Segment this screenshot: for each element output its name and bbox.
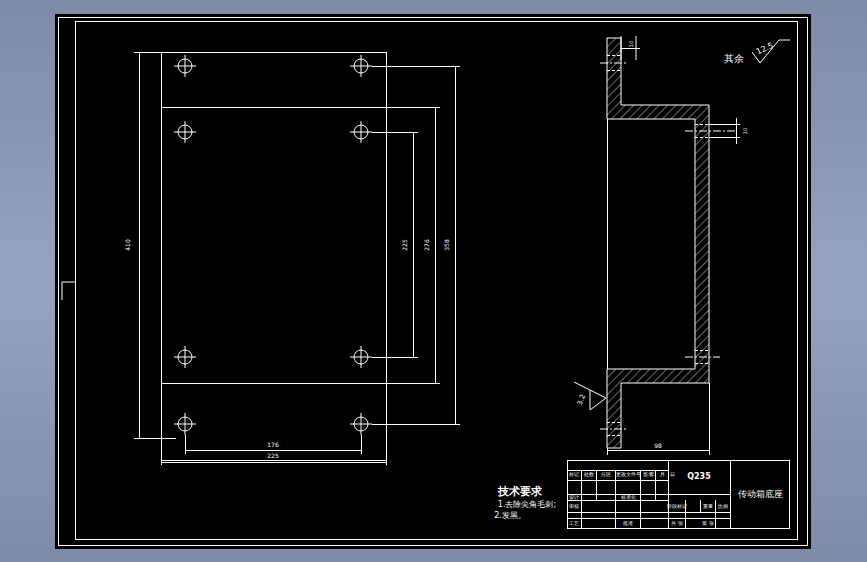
dimension-text: 12.5	[755, 42, 775, 57]
title-block-cell: 处数	[584, 473, 594, 478]
title-block-cell: 标准化	[621, 495, 636, 500]
title-block-cell: 第 张	[702, 521, 714, 526]
dimension-text: 98	[654, 443, 662, 449]
dimension-text: 225	[267, 453, 278, 459]
dimension-text: 176	[267, 442, 278, 448]
dimension-text: 3.2	[577, 394, 587, 407]
title-block-cell: 共 张	[671, 521, 683, 526]
note-text: 技术要求	[498, 486, 542, 497]
title-block-cell: 比例	[718, 504, 728, 509]
dimension-text: 276	[424, 239, 430, 250]
dimension-text: 410	[125, 239, 131, 250]
title-block-cell: 设计	[569, 495, 579, 500]
title-block-cell: 重量	[703, 504, 713, 509]
title-block-cell: 审核	[569, 504, 579, 509]
dimension-text: 10	[629, 41, 634, 47]
dimension-text: 358	[444, 239, 450, 250]
title-block-cell: 批准	[623, 521, 633, 526]
title-block-cell: 更改文件号	[616, 473, 641, 478]
title-block-cell: 工艺	[569, 521, 579, 526]
note-text: 2.发黑。	[494, 512, 526, 520]
dimension-text: 10	[743, 128, 748, 134]
dimension-text: 225	[402, 239, 408, 250]
title-block-cell: Q235	[687, 473, 711, 481]
title-block-cell: 年、月、日	[650, 473, 675, 478]
title-block-cell: 分区	[601, 473, 611, 478]
title-block-cell: 阶段标记	[667, 504, 687, 509]
title-block-cell: 标记	[569, 473, 579, 478]
note-text: 1.去除尖角毛刺;	[498, 501, 556, 509]
drawing-title: 传动箱底座	[738, 490, 783, 499]
dimension-text: 其余	[724, 54, 744, 64]
